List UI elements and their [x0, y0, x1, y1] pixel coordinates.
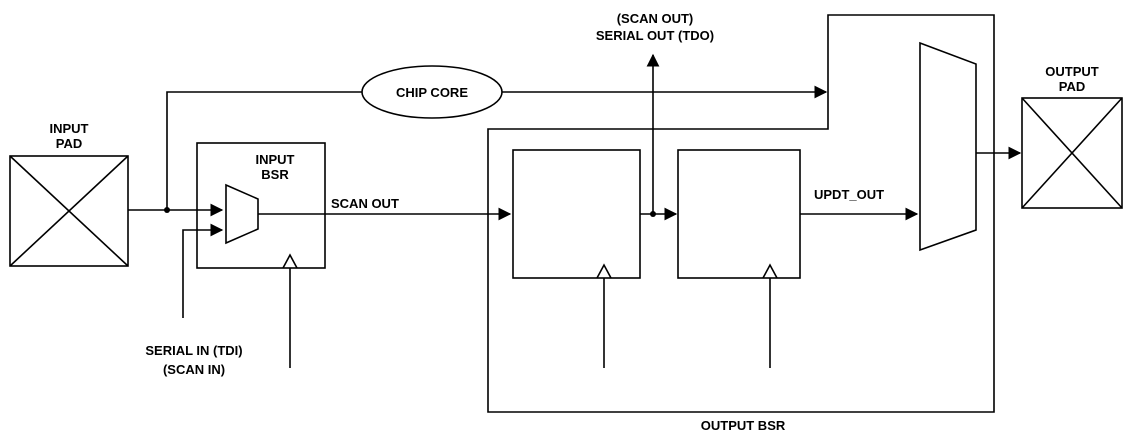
input-pad-label-line2: PAD: [56, 136, 82, 151]
input-bsr-clock-icon: [282, 253, 298, 269]
update-clock-icon: [762, 263, 778, 279]
output-mux: [919, 41, 977, 252]
input-bsr-box: [196, 142, 326, 269]
update-register: [677, 149, 801, 279]
chip-core-label: CHIP CORE: [396, 85, 468, 100]
capture-clock-icon: [596, 263, 612, 279]
updt-out-label: UPDT_OUT: [814, 187, 884, 202]
capture-register: [512, 149, 641, 279]
input-pad-label-line1: INPUT: [50, 121, 89, 136]
input-mux: [225, 183, 259, 245]
serial-in-label-line2: (SCAN IN): [163, 362, 225, 377]
serial-in-label-line1: SERIAL IN (TDI): [145, 343, 242, 358]
output-bsr-outline: [487, 14, 995, 413]
serial-in-wire: [182, 223, 224, 318]
scan-out-label: SCAN OUT: [331, 196, 399, 211]
output-pad: [1021, 97, 1123, 209]
output-pad-label-line1: OUTPUT: [1045, 64, 1099, 79]
tdo-label-line2: SERIAL OUT (TDO): [596, 28, 714, 43]
tdo-label-line1: (SCAN OUT): [617, 11, 694, 26]
input-pad: [9, 155, 129, 267]
output-bsr-label: OUTPUT BSR: [701, 418, 786, 433]
input-bsr-label-line1: INPUT: [256, 152, 295, 167]
output-pad-label-line2: PAD: [1059, 79, 1085, 94]
pad-to-core-wire: [166, 91, 362, 210]
input-bsr-label-line2: BSR: [261, 167, 289, 182]
